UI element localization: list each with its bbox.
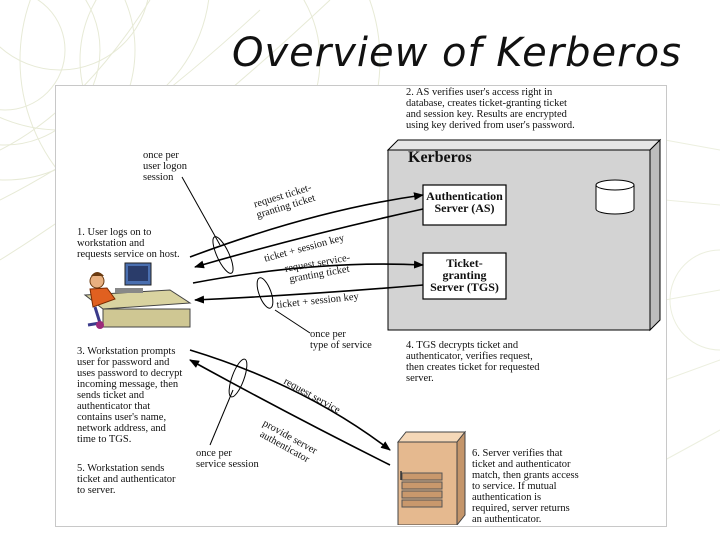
note-line: service session <box>196 459 259 470</box>
note-line: to server. <box>77 485 116 496</box>
note-line: network address, and <box>77 423 166 434</box>
note-line: incoming message, then <box>77 379 179 390</box>
note-line: match, then grants access <box>472 470 579 481</box>
note-line: authenticator, verifies request, <box>406 351 533 362</box>
note-line: sends ticket and <box>77 390 145 401</box>
slide-title: Overview of Kerberos <box>232 30 682 76</box>
as-box-line: Authentication <box>426 189 503 203</box>
note-line: required, server returns <box>472 503 570 514</box>
note-line: server. <box>406 373 434 384</box>
arrow-provide-server-authenticator <box>189 359 391 466</box>
note-line: uses password to decrypt <box>77 368 183 379</box>
arrow-request-service <box>189 349 391 451</box>
arrow-ticket-session-key-2 <box>194 284 424 304</box>
note-line: type of service <box>310 340 372 351</box>
note-line: once per <box>196 448 232 459</box>
database-icon <box>595 179 635 215</box>
as-box-label: Authentication Server (AS) <box>423 190 506 214</box>
note-line: time to TGS. <box>77 434 132 445</box>
note-line: ticket and authenticator <box>472 459 571 470</box>
note-line: ticket and authenticator <box>77 474 176 485</box>
note-line: to service. If mutual <box>472 481 557 492</box>
as-box-line: Server (AS) <box>434 201 495 215</box>
note-line: 1. User logs on to <box>77 227 152 238</box>
arrow-request-service-gt <box>192 260 424 284</box>
note-line: contains user's name, <box>77 412 167 423</box>
note-line: authenticator that <box>77 401 151 412</box>
note-once-service-type: once per type of service <box>310 329 372 351</box>
note-line: workstation and <box>77 238 145 249</box>
kerberos-diagram <box>83 138 662 525</box>
note-step6: 6. Server verifies that ticket and authe… <box>472 448 579 525</box>
note-line: 3. Workstation prompts <box>77 346 176 357</box>
tgs-box-label: Ticket- granting Server (TGS) <box>423 257 506 293</box>
note-line: user logon <box>143 161 188 172</box>
note-line: requests service on host. <box>77 249 180 260</box>
server-tower-icon <box>396 430 467 525</box>
kerberos-realm-box <box>386 138 662 332</box>
tgs-box-line: granting <box>442 268 487 282</box>
note-once-service-session: once per service session <box>196 448 259 470</box>
note-once-logon: once per user logon session <box>143 150 187 183</box>
note-line: 4. TGS decrypts ticket and <box>406 340 519 351</box>
note-line: authentication is <box>472 492 542 503</box>
tgs-box <box>422 252 507 300</box>
note-line: once per <box>143 150 179 161</box>
as-box <box>422 184 507 226</box>
note-line: then creates ticket for requested <box>406 362 540 373</box>
arrow-request-tgt <box>189 192 424 258</box>
note-step5: 5. Workstation sends ticket and authenti… <box>77 463 176 496</box>
arrow-ticket-session-key-1 <box>194 208 424 269</box>
note-line: an authenticator. <box>472 514 542 525</box>
note-line: once per <box>310 329 346 340</box>
kerberos-label: Kerberos <box>408 149 472 166</box>
note-line: session <box>143 172 174 183</box>
note-line: using key derived from user's password. <box>406 120 575 131</box>
note-line: user for password and <box>77 357 170 368</box>
note-step4: 4. TGS decrypts ticket and authenticator… <box>406 340 540 384</box>
tgs-box-line: Server (TGS) <box>430 280 499 294</box>
note-step2: 2. AS verifies user's access right in da… <box>406 87 575 131</box>
tgs-box-line: Ticket- <box>446 256 483 270</box>
note-step1: 1. User logs on to workstation and reque… <box>77 227 180 260</box>
note-line: 6. Server verifies that <box>472 448 563 459</box>
note-step3: 3. Workstation prompts user for password… <box>77 346 182 445</box>
note-line: 5. Workstation sends <box>77 463 165 474</box>
note-line: 2. AS verifies user's access right in <box>406 87 553 98</box>
note-line: database, creates ticket-granting ticket <box>406 98 567 109</box>
note-line: and session key. Results are encrypted <box>406 109 567 120</box>
workstation-user-icon <box>83 262 192 329</box>
